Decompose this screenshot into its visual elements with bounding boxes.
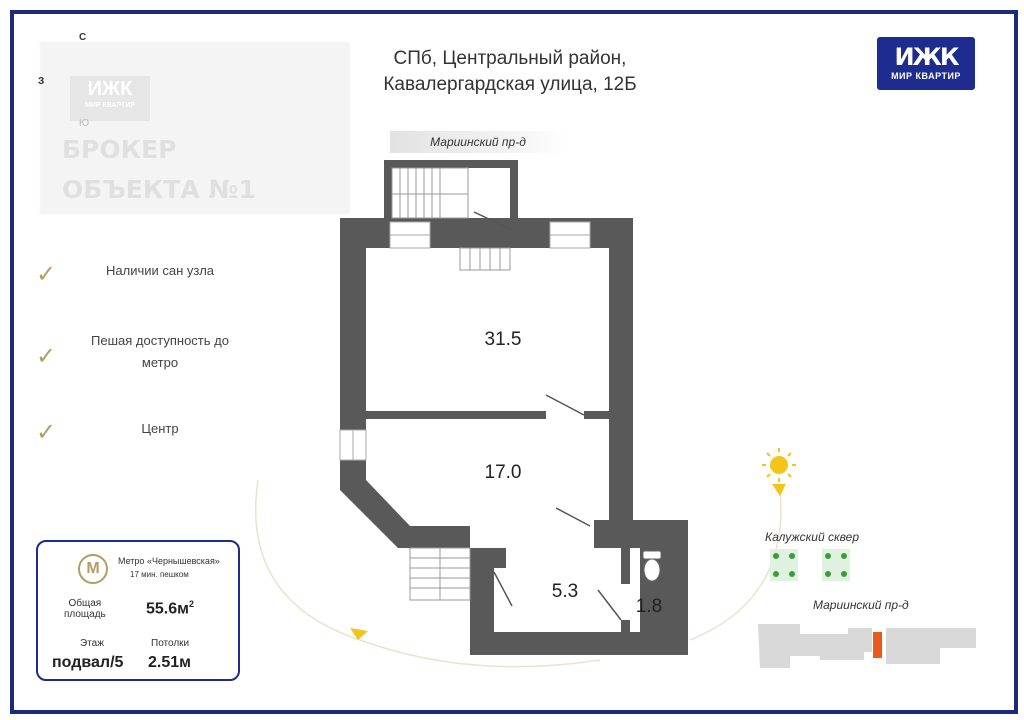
stairs [391, 167, 511, 601]
moon-icon [245, 443, 266, 474]
sun-path-arc [254, 479, 601, 668]
broker-line-2: ОБЪЕКТА №1 [62, 175, 256, 204]
ceiling-label: Потолки [151, 638, 190, 649]
checkmark-icon: ✓ [36, 419, 57, 446]
area-label: Общая площадь [64, 598, 106, 620]
checkmark-icon: ✓ [36, 343, 57, 370]
address-line-2: Кавалергардская улица, 12Б [383, 74, 637, 95]
street-label-bottom: Мариинский пр-д [813, 598, 909, 612]
sun-path-arc [689, 489, 782, 641]
walls [340, 160, 688, 655]
metro-station: Метро «Чернышевская» [118, 556, 220, 566]
metro-walk-time: 17 мин. пешком [130, 570, 189, 579]
address-line-1: СПб, Центральный район, [393, 48, 627, 69]
area-value-sup: 2 [188, 599, 194, 609]
street-label-top: Мариинский пр-д [390, 131, 566, 153]
compass-south: Ю [79, 118, 90, 129]
address: СПб, Центральный район, Кавалергардская … [330, 46, 690, 98]
ceiling-value: 2.51м [148, 654, 191, 671]
area-value-text: 55.6м [146, 600, 189, 618]
area-label-line-1: Общая [68, 598, 102, 609]
broker-logo-mark: ИЖК [87, 78, 133, 100]
compass-north: С [79, 32, 87, 43]
checkmark-icon: ✓ [36, 261, 57, 288]
park-icon [770, 549, 850, 581]
room-area-label: 17.0 [485, 462, 522, 483]
broker-line-1: БРОКЕР [62, 135, 177, 164]
feature-text: Центр [141, 421, 179, 436]
room-area-label: 31.5 [485, 329, 522, 350]
arrow-icon [350, 628, 368, 640]
feature-text: Наличии сан узла [105, 263, 215, 278]
floor-value: подвал/5 [52, 654, 124, 671]
logo-mark: ИЖК [894, 43, 959, 71]
street-top-text: Мариинский пр-д [430, 135, 526, 149]
room-area-label: 5.3 [552, 581, 578, 602]
logo-text: МИР КВАРТИР [891, 71, 961, 81]
sun-icon [762, 448, 796, 482]
arrow-icon [772, 484, 786, 496]
broker-logo-text: МИР КВАРТИР [84, 102, 136, 109]
brand-logo: ИЖК МИР КВАРТИР [877, 37, 975, 90]
building-marker [873, 632, 882, 658]
compass-west: З [38, 76, 45, 87]
broker-watermark [40, 42, 350, 214]
area-label-line-2: площадь [64, 609, 106, 620]
location-minimap [758, 624, 976, 668]
page-frame [10, 10, 1018, 714]
area-value: 55.6м2 [146, 599, 194, 618]
broker-title: БРОКЕР ОБЪЕКТА №1 [62, 130, 256, 210]
windows [339, 221, 591, 461]
property-info-card: M Метро «Чернышевская» 17 мин. пешком Об… [36, 540, 240, 681]
room-area-label: 1.8 [636, 596, 662, 617]
park-label: Калужский сквер [765, 530, 859, 544]
metro-icon: M [78, 554, 108, 584]
feature-text: Пешая доступность до метро [91, 333, 229, 370]
floor-label: Этаж [80, 638, 104, 649]
broker-logo: ИЖК МИР КВАРТИР [70, 76, 150, 121]
doors [473, 211, 622, 621]
toilet-icon [642, 550, 662, 582]
